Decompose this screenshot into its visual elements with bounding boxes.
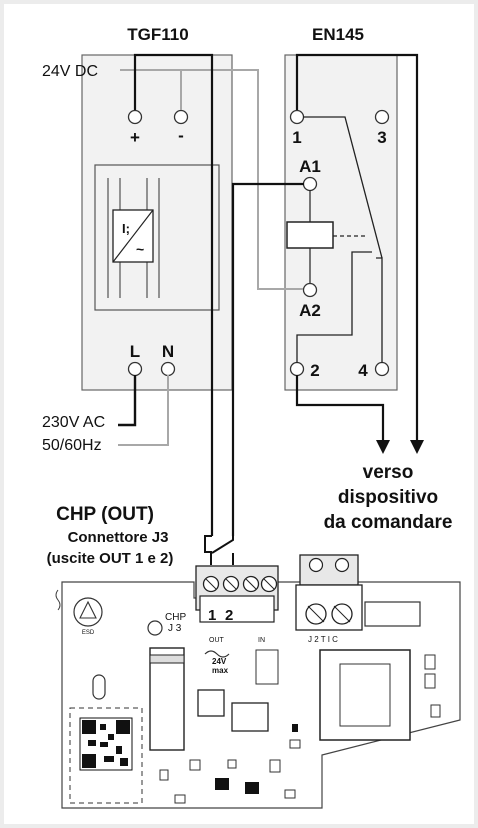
tgf110-terminal-minus[interactable] [173, 109, 189, 125]
j2-connector [299, 554, 359, 586]
en145-terminal-2[interactable] [289, 361, 305, 377]
pcb-capacitor-band [149, 654, 185, 664]
tgf110-minus-label: - [178, 126, 184, 145]
j2-top-screw-1[interactable] [308, 557, 324, 573]
output-1-arrow [410, 440, 424, 454]
pcb-left-edge-wave [55, 589, 61, 611]
output-label-line1: verso [363, 462, 414, 483]
relay-nc-contact [296, 251, 372, 363]
chp-title: CHP (OUT) [56, 504, 154, 525]
pcb-mounting-hole [147, 620, 163, 636]
j3-pin-1-label: 1 [208, 607, 216, 624]
en145-terminal-3[interactable] [374, 109, 390, 125]
en145-terminal-a2[interactable] [302, 282, 318, 298]
pcb-ic [215, 778, 229, 790]
pcb-tilde-mark [204, 650, 230, 658]
relay-no-contact [376, 257, 383, 363]
output-label-line3: da comandare [324, 512, 453, 533]
pcb-smd-part [292, 724, 298, 732]
esd-icon: ESD [73, 597, 103, 636]
pcb-smd-part [424, 654, 436, 670]
supply-dc-label: 24V DC [42, 63, 98, 80]
pcb-voltage-label: 24V [212, 657, 227, 666]
en145-terminal-4[interactable] [374, 361, 390, 377]
en145-t4-label: 4 [358, 361, 368, 380]
pcb-inductor-2 [231, 702, 269, 732]
tgf110-L-label: L [130, 342, 140, 361]
j3-pin-2-label: 2 [225, 607, 233, 624]
j3-screw-terminals [202, 575, 278, 593]
pcb-j2-label: J 2 T I C [308, 635, 338, 644]
en145-terminal-a1[interactable] [302, 176, 318, 192]
wire-dc-minus [120, 69, 303, 290]
pcb-capacitor [149, 647, 185, 751]
pcb-smd-part [159, 769, 169, 781]
pcb-slot [92, 674, 106, 700]
wire-ac-N [118, 375, 169, 446]
svg-text:I;: I; [122, 221, 130, 236]
en145-a1-label: A1 [299, 157, 321, 176]
pcb-smd-part [284, 789, 296, 799]
pcb-smd-part [424, 673, 436, 689]
pcb-smd-part [174, 794, 186, 804]
svg-text:~: ~ [136, 241, 144, 257]
pcb-transformer-core [339, 663, 391, 727]
en145-t1-label: 1 [292, 128, 301, 147]
en145-a2-label: A2 [299, 301, 321, 320]
pcb-smd-part [227, 759, 237, 769]
chp-switch-left-lead [204, 535, 212, 565]
chp-switch-right-lead [211, 536, 234, 554]
pcb-component [255, 649, 279, 685]
pcb-ic [245, 782, 259, 794]
chp-subtitle: Connettore J3 [68, 529, 169, 546]
wire-output-1 [295, 53, 419, 448]
pcb-in-label: IN [258, 637, 265, 644]
pcb-smd-part [189, 759, 201, 771]
tgf110-plus-label: + [130, 128, 140, 147]
pcb-max-label: max [212, 666, 229, 675]
output-2-arrow [376, 440, 390, 454]
qr-code-icon [79, 717, 133, 771]
tgf110-N-label: N [162, 342, 174, 361]
wire-output-2 [295, 375, 385, 448]
j2-screw-slot [307, 605, 325, 623]
pcb-out-label: OUT [209, 637, 225, 644]
pcb-transformer [319, 649, 411, 741]
wire-ac-L [118, 375, 137, 427]
j2-screw-slot [333, 605, 351, 623]
tgf110-terminal-N[interactable] [160, 361, 176, 377]
pcb-smd-part [289, 739, 301, 749]
output-label-line2: dispositivo [338, 487, 438, 508]
chp-note: (uscite OUT 1 e 2) [47, 550, 174, 567]
wire-dc-plus [133, 53, 214, 536]
pcb-inductor-1 [197, 689, 225, 717]
en145-t3-label: 3 [377, 128, 386, 147]
tgf110-module [81, 54, 233, 391]
tgf110-terminal-plus[interactable] [127, 109, 143, 125]
pcb-smd-part [269, 759, 281, 773]
supply-freq-label: 50/60Hz [42, 437, 102, 454]
en145-title: EN145 [312, 25, 364, 44]
tgf110-terminal-L[interactable] [127, 361, 143, 377]
converter-icon: I; ~ [112, 209, 154, 263]
wire-a1 [231, 182, 304, 536]
en145-t2-label: 2 [310, 361, 319, 380]
pcb-relay-block [364, 601, 421, 627]
tgf110-inner-panel [94, 164, 220, 311]
pcb-chp-label: CHP [165, 612, 186, 623]
j2-top-screw-2[interactable] [334, 557, 350, 573]
supply-ac-label: 230V AC [42, 414, 105, 431]
pcb-smd-part [430, 704, 441, 718]
tgf110-title: TGF110 [127, 25, 188, 44]
en145-terminal-1[interactable] [289, 109, 305, 125]
relay-common-contact [303, 116, 383, 259]
pcb-board [61, 581, 461, 809]
esd-label: ESD [82, 630, 95, 636]
j2-terminal-block [295, 584, 363, 631]
j3-wire-entries [199, 595, 275, 623]
relay-coil [286, 221, 334, 249]
pcb-j3-label: J 3 [168, 623, 182, 634]
pcb-qr-frame [69, 707, 143, 804]
